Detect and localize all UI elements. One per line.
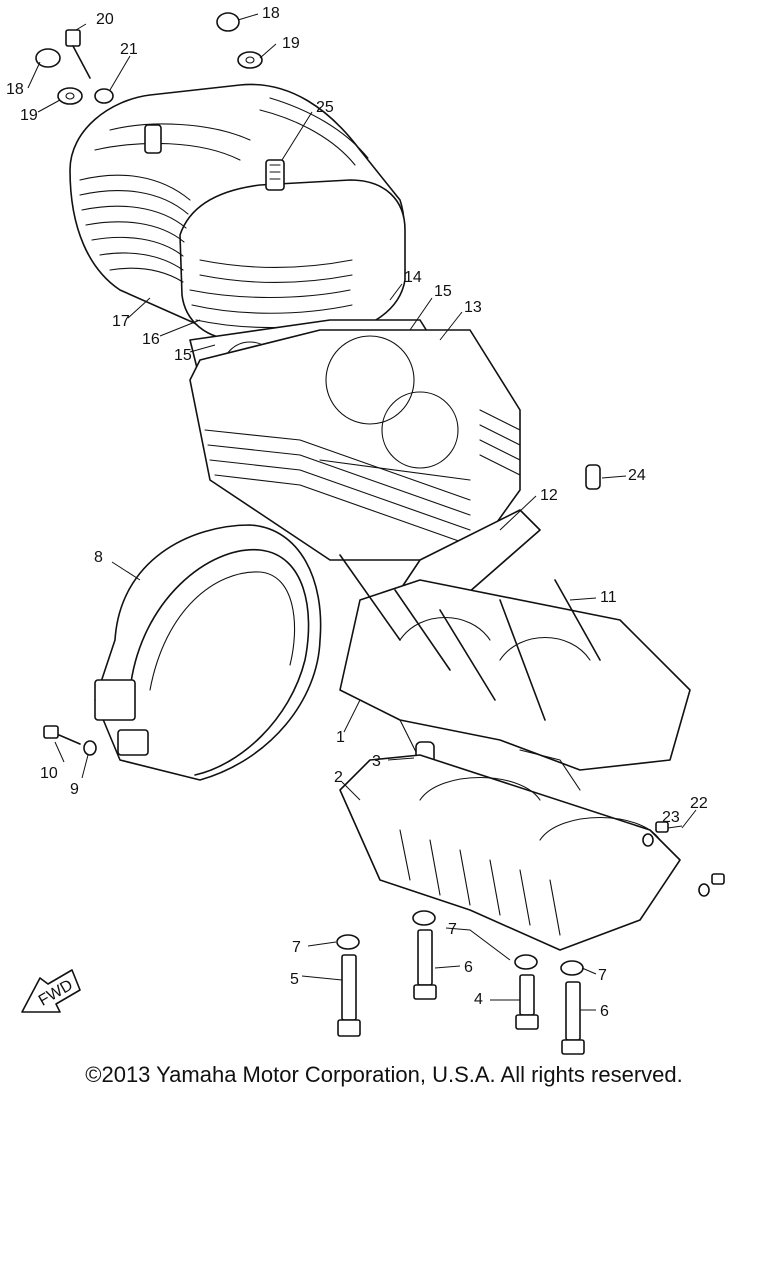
crankcase-upper — [339, 554, 691, 791]
callout-8: 8 — [94, 549, 103, 566]
cylinder-head — [69, 83, 406, 346]
callout-15: 15 — [174, 347, 192, 364]
callout-5: 5 — [290, 971, 299, 988]
callout-18: 18 — [262, 5, 280, 22]
crankcase-screws — [642, 821, 725, 897]
callout-18: 18 — [6, 81, 24, 98]
callout-24: 24 — [628, 467, 646, 484]
callout-6: 6 — [600, 1003, 609, 1020]
callout-1: 1 — [336, 729, 345, 746]
callout-14: 14 — [404, 269, 422, 286]
callout-19: 19 — [282, 35, 300, 52]
callout-4: 4 — [474, 991, 483, 1008]
dowel-pin — [585, 464, 601, 490]
callout-16: 16 — [142, 331, 160, 348]
callout-10: 10 — [40, 765, 58, 782]
callout-11: 11 — [600, 589, 617, 606]
callout-9: 9 — [70, 781, 79, 798]
cylinder-block — [189, 329, 521, 561]
callout-labels: 20 21 18 19 18 19 25 17 16 15 14 15 13 1… — [6, 5, 708, 1020]
callout-7: 7 — [448, 921, 457, 938]
callout-6: 6 — [464, 959, 473, 976]
callout-22: 22 — [690, 795, 708, 812]
exploded-view-drawing: FWD 20 21 18 — [6, 5, 725, 1055]
head-fasteners — [35, 12, 263, 105]
copyright-notice: ©2013 Yamaha Motor Corporation, U.S.A. A… — [85, 1062, 683, 1087]
callout-7: 7 — [598, 967, 607, 984]
callout-15: 15 — [434, 283, 452, 300]
leader-lines — [27, 13, 697, 1011]
callout-17: 17 — [112, 313, 130, 330]
callout-3: 3 — [372, 753, 381, 770]
callout-13: 13 — [464, 299, 482, 316]
crankcase-lower — [339, 754, 681, 951]
callout-7: 7 — [292, 939, 301, 956]
fan-housing-fasteners — [43, 725, 97, 756]
callout-23: 23 — [662, 809, 680, 826]
callout-12: 12 — [540, 487, 558, 504]
callout-20: 20 — [96, 11, 114, 28]
callout-21: 21 — [120, 41, 138, 58]
forward-arrow-icon: FWD — [21, 969, 81, 1013]
crankcase-bolts — [336, 910, 585, 1055]
fan-housing — [94, 524, 322, 781]
callout-25: 25 — [316, 99, 334, 116]
callout-2: 2 — [334, 769, 343, 786]
callout-19: 19 — [20, 107, 38, 124]
